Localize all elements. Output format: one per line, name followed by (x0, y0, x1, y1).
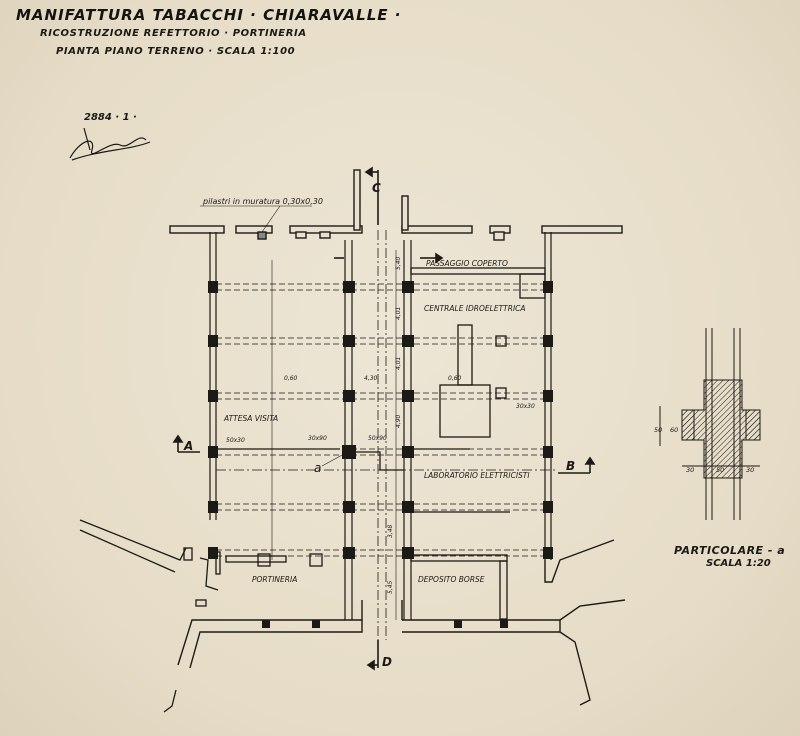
detail-dim-bottom-mid: 50 (716, 466, 724, 474)
section-arrows (172, 166, 596, 671)
dim-s2: 30x90 (308, 435, 327, 442)
section-lines (216, 230, 555, 640)
dim-4: 4,30 (364, 375, 378, 382)
reference-number: 2884 · 1 · (84, 112, 137, 123)
dim-3: 4,01 (395, 357, 402, 370)
detail-a (659, 328, 761, 520)
dim-s5: 0,60 (284, 375, 298, 382)
detail-dim-left-mid: 60 (670, 426, 678, 434)
detail-dimensions: 50 60 30 50 30 (654, 426, 754, 474)
top-wall (169, 169, 623, 241)
plan-labels: pilastri in muratura 0,30x0,30 PASSAGGIO… (183, 181, 575, 669)
detail-title: PARTICOLARE - a (674, 544, 786, 557)
label-laboratorio: LABORATORIO ELETTRICISTI (424, 471, 530, 480)
signature (69, 127, 151, 161)
dim-7: 5,45 (387, 580, 394, 594)
detail-dim-bottom-right: 30 (746, 466, 754, 474)
label-deposito: DEPOSITO BORSE (418, 575, 485, 584)
label-centrale: CENTRALE IDROELETTRICA (424, 304, 526, 313)
dim-2: 4,01 (395, 307, 402, 320)
detail-dim-left-top: 50 (654, 426, 662, 434)
label-point-a: a (314, 461, 321, 475)
bottom-wall (177, 539, 626, 706)
dim-5: 4,90 (395, 414, 402, 428)
detail-dim-bottom-left: 30 (686, 466, 694, 474)
dim-s3: 50x90 (368, 435, 387, 442)
label-passaggio: PASSAGGIO COPERTO (426, 259, 508, 268)
left-oblique-wall (79, 519, 219, 713)
pillars (208, 281, 553, 628)
room-walls (215, 267, 546, 620)
drawing-title: MANIFATTURA TABACCHI · CHIARAVALLE · (16, 6, 402, 24)
marker-d: D (382, 655, 392, 669)
marker-b: B (566, 459, 575, 473)
dim-1: 5,40 (395, 256, 402, 270)
dim-s6: 0,60 (448, 375, 462, 382)
label-pilastri: pilastri in muratura 0,30x0,30 (202, 197, 323, 206)
marker-a: A (183, 439, 193, 453)
marker-c: C (372, 181, 381, 195)
label-portineria: PORTINERIA (252, 575, 297, 584)
dimension-lines (271, 250, 397, 620)
dim-s4: 30x30 (516, 403, 535, 410)
drawing-subtitle: RICOSTRUZIONE REFETTORIO · PORTINERIA (40, 28, 307, 39)
plan-scale-line: PIANTA PIANO TERRENO · SCALA 1:100 (56, 46, 296, 57)
dim-s1: 50x30 (226, 437, 245, 444)
label-attesa: ATTESA VISITA (223, 414, 278, 423)
dim-6: 3,48 (387, 524, 394, 538)
detail-scale: SCALA 1:20 (706, 558, 771, 569)
